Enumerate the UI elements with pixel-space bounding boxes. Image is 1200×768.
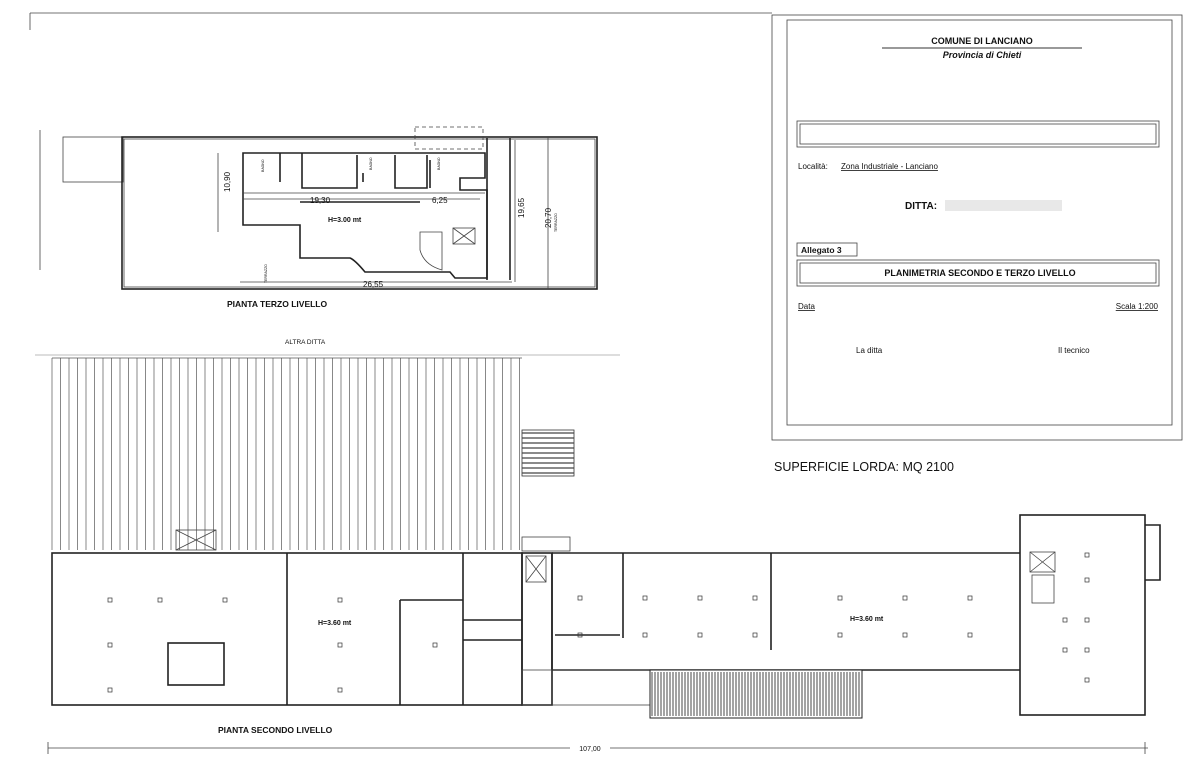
pillar (1084, 552, 1090, 558)
third-level-title: PIANTA TERZO LIVELLO (227, 299, 327, 309)
pillar (577, 632, 583, 638)
room-height: H=3.60 mt (850, 616, 884, 623)
pillar (752, 632, 758, 638)
pillars (107, 552, 1090, 693)
title-block: COMUNE DI LANCIANO Provincia di Chieti L… (771, 14, 1183, 441)
second-level-title: PIANTA SECONDO LIVELLO (218, 725, 333, 735)
date-label: Data (798, 302, 815, 311)
room-terrazzo: TERRAZZO (264, 264, 268, 283)
pillar (577, 595, 583, 601)
locality-label: Località: (798, 162, 828, 171)
pillar (107, 597, 113, 603)
pillar (642, 632, 648, 638)
pillar (902, 632, 908, 638)
third-level-plan: 10,90 19,30 6,25 19,65 20,70 26,55 H=3.0… (39, 126, 598, 309)
dim-width-2: 6,25 (432, 196, 448, 205)
company-redacted (945, 200, 1062, 211)
pillar (1062, 617, 1068, 623)
drawing-title: PLANIMETRIA SECONDO E TERZO LIVELLO (884, 268, 1075, 278)
dim-length: 26,55 (363, 280, 384, 289)
gross-surface: SUPERFICIE LORDA: MQ 2100 (774, 460, 954, 474)
scale-label: Scala 1:200 (1116, 302, 1159, 311)
province: Provincia di Chieti (943, 50, 1022, 60)
room-bagno: BAGNO (437, 157, 441, 170)
room-height: H=3.60 mt (318, 620, 352, 627)
pillar (107, 642, 113, 648)
company-label: DITTA: (905, 201, 937, 212)
second-level-plan: ALTRA DITTA H=3.60 mt H=3.60 mt PIANTA S… (35, 339, 1161, 754)
dim-depth-2: 20,70 (544, 207, 553, 228)
total-length: 107,00 (579, 746, 601, 753)
dim-depth-1: 19,65 (517, 197, 526, 218)
pillar (337, 597, 343, 603)
pillar (752, 595, 758, 601)
room-terrazzo: TERRAZZO (554, 213, 558, 232)
pillar (697, 595, 703, 601)
dim-width-1: 19,30 (310, 196, 331, 205)
pillar (337, 642, 343, 648)
pillar (1084, 677, 1090, 683)
room-bagno: BAGNO (261, 159, 265, 172)
annex-label: Allegato 3 (801, 245, 842, 255)
pillar (642, 595, 648, 601)
brick-hatch (522, 432, 574, 474)
pillar (157, 597, 163, 603)
pillar (337, 687, 343, 693)
signature-company: La ditta (856, 346, 883, 355)
pillar (432, 642, 438, 648)
pillar (697, 632, 703, 638)
neighbor-roof-hatch (51, 357, 522, 550)
pillar (1084, 617, 1090, 623)
pillar (1062, 647, 1068, 653)
pillar (967, 595, 973, 601)
neighbor-label: ALTRA DITTA (285, 339, 326, 346)
pillar (222, 597, 228, 603)
pillar (837, 595, 843, 601)
locality-value: Zona Industriale - Lanciano (841, 162, 939, 171)
dim-height: 10,90 (223, 171, 232, 192)
pillar (1084, 577, 1090, 583)
pillar (837, 632, 843, 638)
signature-technician: Il tecnico (1058, 346, 1090, 355)
municipality: COMUNE DI LANCIANO (931, 36, 1033, 46)
room-height: H=3.00 mt (328, 217, 362, 224)
pillar (902, 595, 908, 601)
pillar (1084, 647, 1090, 653)
pillar (107, 687, 113, 693)
room-bagno: BAGNO (369, 157, 373, 170)
pillar (967, 632, 973, 638)
roof-hatch (651, 672, 860, 716)
